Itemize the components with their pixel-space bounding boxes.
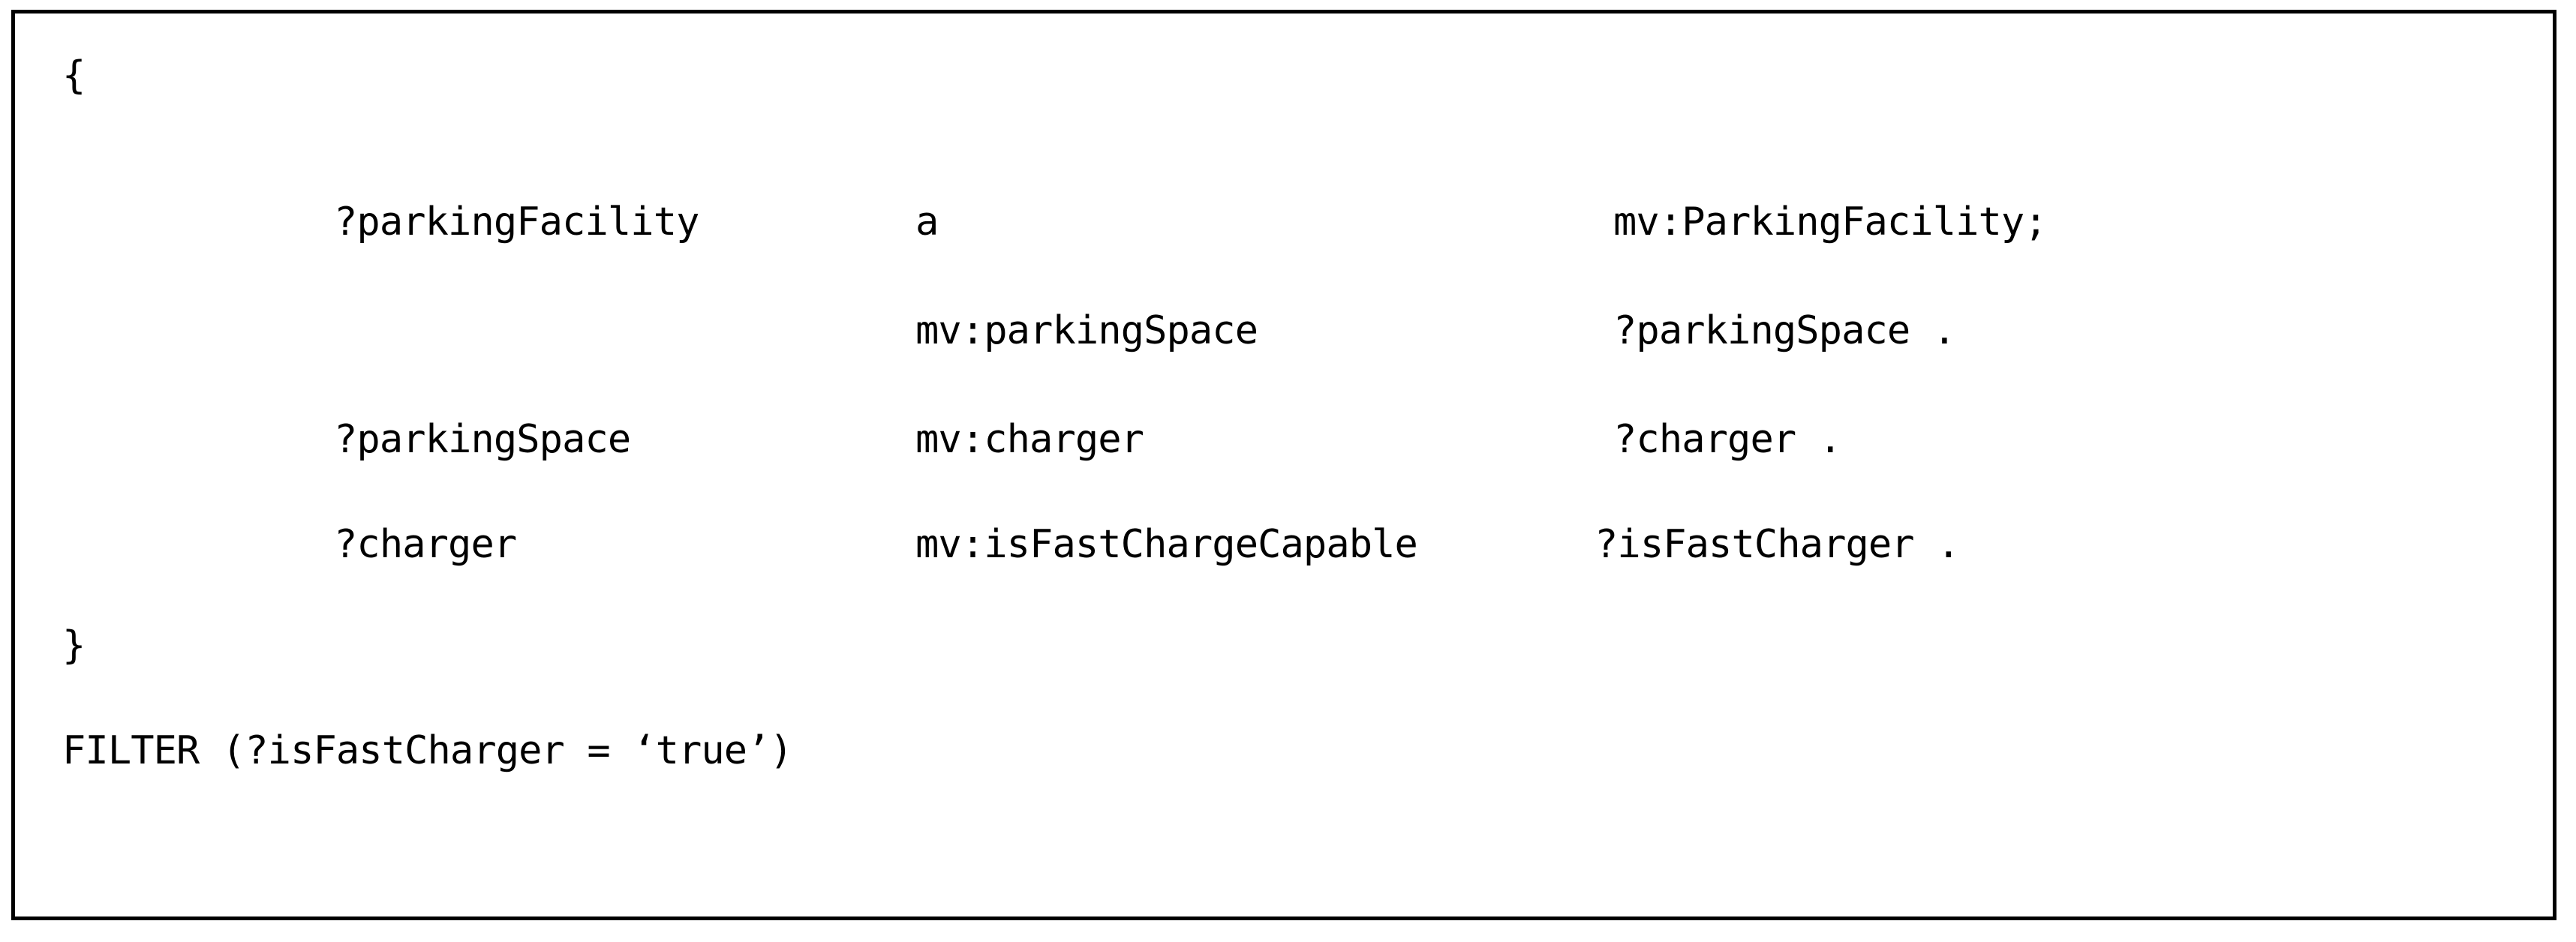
subject-parking-facility-token: ?parkingFacility	[334, 200, 699, 244]
code-line-open-brace: {	[15, 51, 2553, 100]
predicate-is-fast-charge-capable-token: mv:isFastChargeCapable	[915, 522, 1418, 567]
code-line-filter: FILTER (?isFastCharger = ‘true’)	[15, 726, 2553, 776]
object-charger-var-token: ?charger .	[1613, 417, 1842, 462]
code-line-parking-facility-type: ?parkingFacility a mv:ParkingFacility;	[15, 197, 2553, 247]
filter-clause-token: FILTER (?isFastCharger = ‘true’)	[62, 728, 793, 773]
close-brace-token: }	[62, 623, 86, 668]
code-line-charger-fastcharge: ?charger mv:isFastChargeCapable ?isFastC…	[15, 520, 2553, 569]
subject-parking-space-token: ?parkingSpace	[334, 417, 631, 462]
code-line-close-brace: }	[15, 621, 2553, 670]
predicate-a-token: a	[915, 200, 939, 244]
code-figure-box: { ?parkingFacility a mv:ParkingFacility;…	[11, 10, 2556, 920]
code-line-parking-space-charger: ?parkingSpace mv:charger ?charger .	[15, 415, 2553, 464]
object-parking-facility-class-token: mv:ParkingFacility;	[1613, 200, 2048, 244]
code-line-parking-facility-space: mv:parkingSpace ?parkingSpace .	[15, 306, 2553, 356]
object-parking-space-var-token: ?parkingSpace .	[1613, 308, 1956, 353]
sparql-code-block: { ?parkingFacility a mv:ParkingFacility;…	[15, 14, 2553, 916]
predicate-parking-space-token: mv:parkingSpace	[915, 308, 1258, 353]
subject-charger-token: ?charger	[334, 522, 517, 567]
predicate-charger-token: mv:charger	[915, 417, 1144, 462]
open-brace-token: {	[62, 53, 86, 98]
object-is-fast-charger-var-token: ?isFastCharger .	[1595, 522, 1960, 567]
